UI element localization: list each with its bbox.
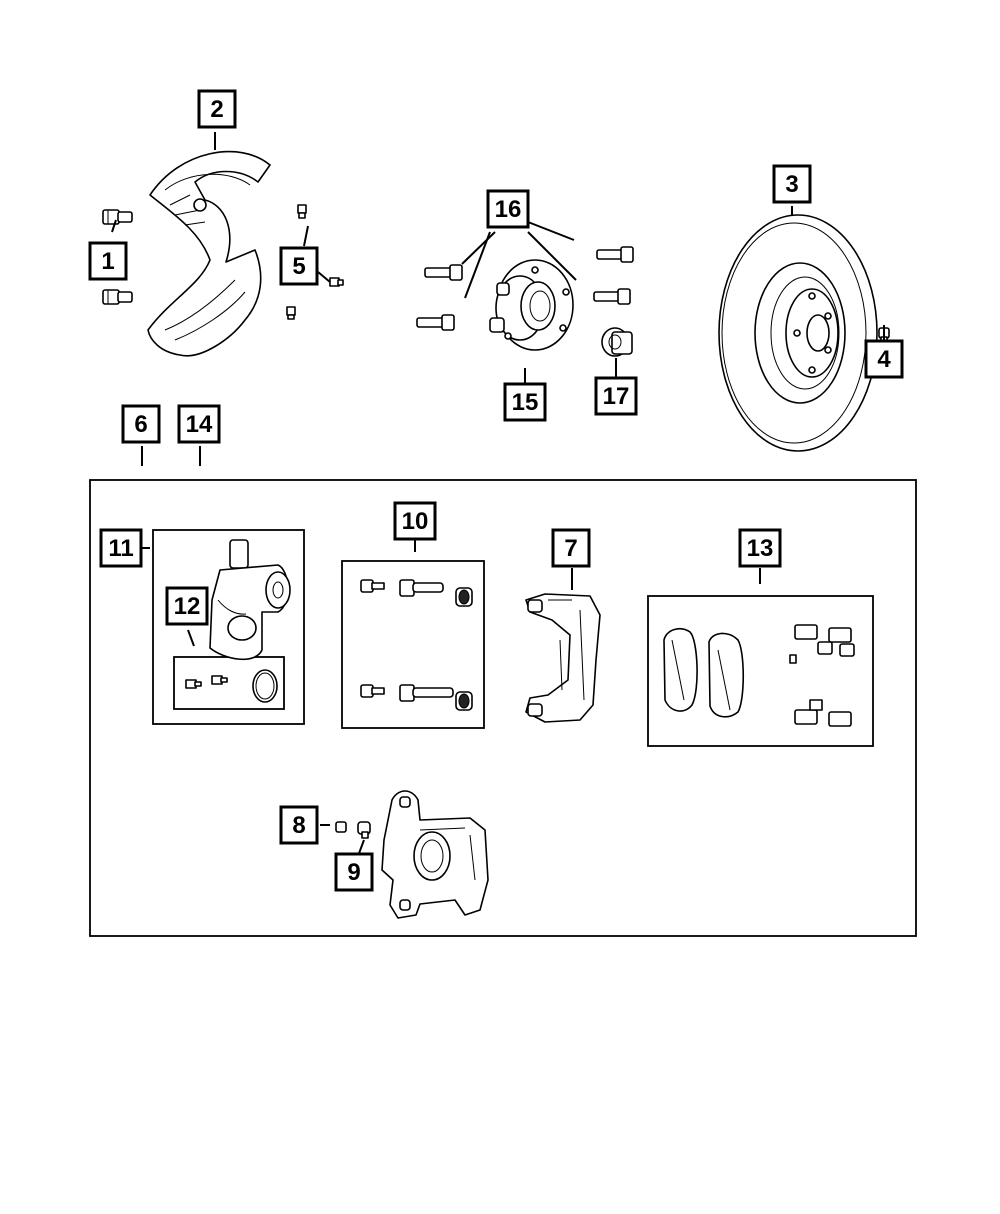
svg-text:17: 17	[603, 383, 630, 410]
svg-text:16: 16	[495, 196, 522, 223]
leader-16a	[461, 231, 496, 265]
bolt-upper	[102, 209, 133, 225]
leader-12	[187, 629, 195, 647]
callout-2[interactable]: 2	[197, 89, 237, 129]
callout-5[interactable]: 5	[279, 246, 319, 286]
leader-5b	[317, 271, 331, 283]
leader-16c	[527, 221, 575, 241]
svg-text:3: 3	[785, 171, 798, 198]
leader-1	[111, 219, 117, 233]
splash-shield	[147, 150, 271, 357]
guide-pin-kit-box	[341, 560, 485, 729]
hub-bolt-1	[424, 264, 463, 281]
svg-text:5: 5	[292, 253, 305, 280]
guide-pin-set-lower	[360, 684, 473, 711]
screw-b	[329, 277, 344, 287]
kit-frame	[89, 479, 917, 937]
screw-c	[286, 306, 296, 320]
brake-pad-kit-box	[647, 595, 874, 747]
callout-11[interactable]: 11	[99, 528, 143, 568]
hub-bolt-4	[593, 288, 631, 305]
brake-caliper	[381, 790, 489, 919]
brake-pad-1	[663, 628, 698, 712]
leader-16b	[464, 231, 491, 299]
motor-screw-1	[185, 679, 202, 689]
bolt-lower	[102, 289, 133, 305]
callout-4[interactable]: 4	[864, 339, 904, 379]
callout-9[interactable]: 9	[334, 852, 374, 892]
motor-o-ring	[252, 669, 278, 703]
hub-bolt-3	[596, 246, 634, 263]
callout-12[interactable]: 12	[165, 586, 209, 626]
bleeder-cap	[335, 821, 347, 833]
caliper-motor	[209, 539, 291, 661]
pad-clip-set	[789, 624, 855, 727]
brake-pad-2	[708, 632, 744, 718]
leader-16d	[527, 231, 577, 281]
svg-text:4: 4	[877, 346, 891, 373]
brake-rotor	[718, 214, 878, 452]
hub-bolt-2	[416, 314, 455, 331]
svg-text:11: 11	[108, 535, 133, 562]
svg-text:8: 8	[292, 812, 305, 839]
callout-15[interactable]: 15	[503, 382, 547, 422]
guide-pin-set-upper	[360, 579, 473, 607]
callout-6[interactable]: 6	[121, 404, 161, 444]
callout-17[interactable]: 17	[594, 376, 638, 416]
svg-text:12: 12	[174, 593, 201, 620]
svg-text:10: 10	[402, 508, 429, 535]
screw-a	[297, 204, 307, 219]
leader-5a	[303, 225, 309, 247]
svg-text:14: 14	[186, 411, 213, 438]
svg-text:15: 15	[512, 389, 539, 416]
svg-text:13: 13	[747, 535, 774, 562]
svg-text:1: 1	[101, 248, 114, 275]
axle-nut	[601, 327, 633, 357]
callout-10[interactable]: 10	[393, 501, 437, 541]
callout-7[interactable]: 7	[551, 528, 591, 568]
svg-text:2: 2	[210, 96, 223, 123]
callout-13[interactable]: 13	[738, 528, 782, 568]
callout-3[interactable]: 3	[772, 164, 812, 204]
bleeder-screw	[357, 821, 371, 839]
callout-1[interactable]: 1	[88, 241, 128, 281]
svg-text:9: 9	[347, 859, 360, 886]
caliper-bracket	[525, 593, 601, 723]
motor-screw-2	[211, 675, 228, 685]
svg-text:7: 7	[564, 535, 577, 562]
motor-kit-box	[152, 529, 305, 725]
callout-16[interactable]: 16	[486, 189, 530, 229]
callout-14[interactable]: 14	[177, 404, 221, 444]
svg-text:6: 6	[134, 411, 147, 438]
hub-bearing	[489, 259, 574, 351]
callout-8[interactable]: 8	[279, 805, 319, 845]
